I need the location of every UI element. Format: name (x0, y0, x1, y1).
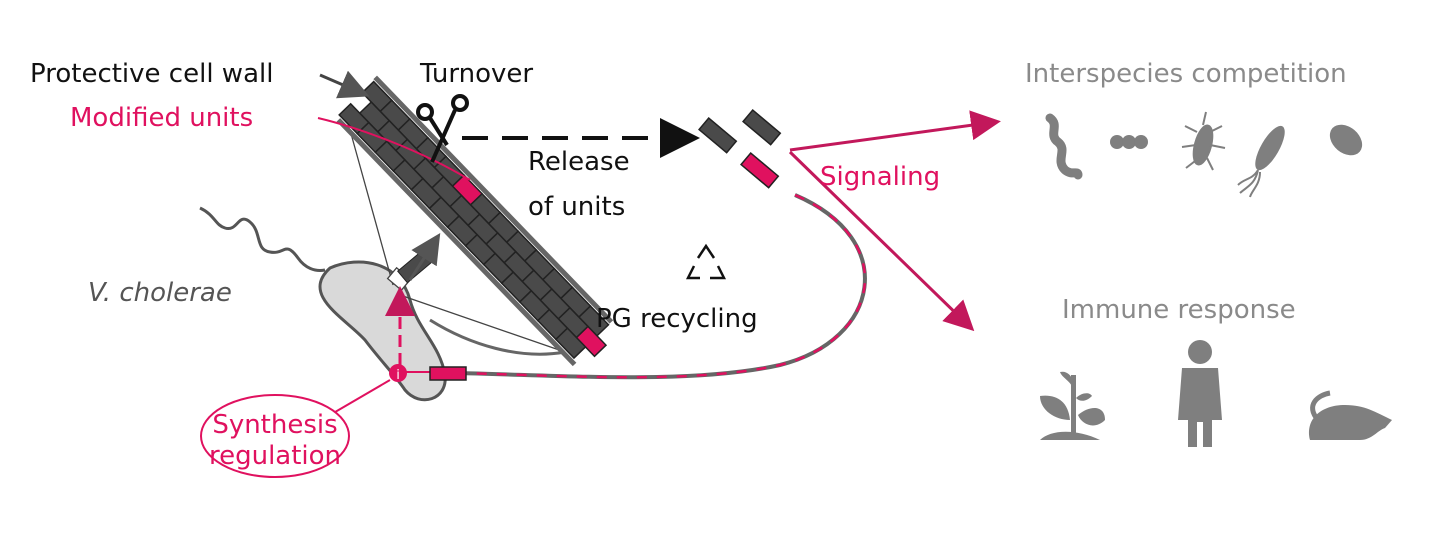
cell-wall-pointer (319, 70, 370, 99)
human-icon (1178, 340, 1222, 447)
synthesis-regulation-bubble (200, 394, 350, 478)
turnover-label: Turnover (419, 59, 533, 89)
regulator-marker (389, 364, 407, 382)
scissors-icon (416, 94, 469, 163)
cell-wall (336, 75, 614, 367)
regulator-label: i (396, 368, 400, 383)
plant-icon (1040, 371, 1105, 440)
modified-units-label: Modified units (70, 103, 253, 133)
interspecies-label: Interspecies competition (1025, 59, 1347, 89)
synthesis-label-2: regulation (209, 441, 341, 471)
synthesis-label-1: Synthesis (212, 410, 337, 440)
immune-label: Immune response (1062, 295, 1296, 325)
release-label-1: Release (528, 147, 630, 177)
released-units (698, 109, 782, 189)
signaling-arrow-competition (789, 110, 1001, 152)
wall-unit (554, 327, 587, 360)
organism-label: V. cholerae (88, 278, 232, 308)
pg-recycling-label: PG recycling (596, 304, 758, 334)
flagellated-bacterium-icon (1237, 125, 1285, 198)
streptococcus-icon (1110, 135, 1148, 149)
vibrio-cell (318, 260, 447, 402)
bacterium-icon (1329, 124, 1363, 156)
spirillum-icon (1045, 113, 1083, 180)
release-label-2: of units (528, 192, 625, 222)
flagellum (199, 206, 326, 272)
signaling-label: Signaling (820, 162, 940, 192)
modified-units-pointer (317, 117, 471, 181)
cell-wall-label: Protective cell wall (30, 59, 273, 89)
synthesized-unit (429, 366, 467, 381)
mouse-icon (1309, 390, 1392, 440)
zoom-lines (349, 129, 566, 353)
insect-icon (1181, 111, 1226, 171)
signaling-arrow-immune (788, 150, 975, 332)
recycle-icon (685, 243, 727, 280)
